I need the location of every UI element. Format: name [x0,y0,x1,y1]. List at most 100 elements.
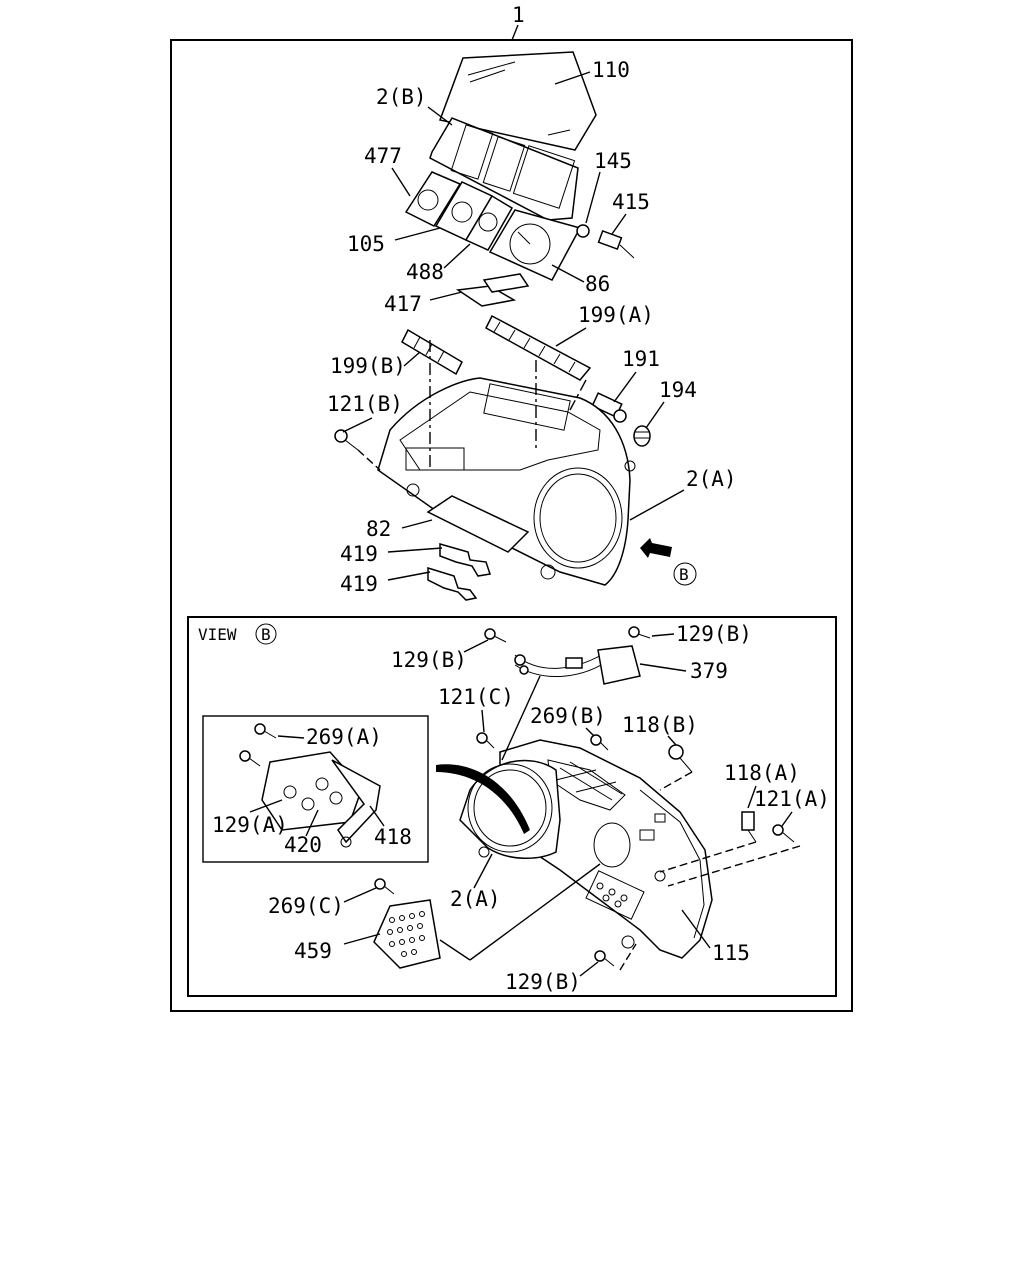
label-420: 420 [284,833,322,857]
leader-82 [401,519,433,529]
leader-145 [585,171,601,224]
gauge-488 [464,194,514,251]
label-110: 110 [592,58,630,82]
label-129b-top-right: 129(B) [676,622,752,646]
label-121c: 121(C) [438,685,514,709]
label-417: 417 [384,292,422,316]
screw-129b-top-left [484,628,507,643]
indicator-strip-199a [485,314,592,381]
label-488: 488 [406,260,444,284]
clip-419-upper [439,543,491,577]
meter-housing-2a [377,377,636,586]
label-199b: 199(B) [330,354,406,378]
leader-129b-top-left [463,639,489,653]
view-b-panel [187,616,837,997]
label-269a: 269(A) [306,725,382,749]
assembly-frame [170,39,853,1012]
label-121b: 121(B) [327,392,403,416]
label-194: 194 [659,378,697,402]
leader-420 [305,809,319,837]
label-418: 418 [374,825,412,849]
label-105: 105 [347,232,385,256]
screw-121c [476,732,495,749]
label-269b: 269(B) [530,704,606,728]
socket-415 [597,229,635,259]
label-199a: 199(A) [578,303,654,327]
leader-199b [403,351,421,367]
leader-269a [277,735,305,739]
view-title-marker-circle [255,623,277,645]
leader-129a [249,799,283,813]
screw-129b-bottom [594,950,615,967]
leader-418 [369,805,385,827]
leader-2a-view [473,853,493,889]
centerline-118a [659,841,757,873]
leader-86 [551,264,585,283]
leader-419-upper [387,547,443,553]
label-415: 415 [612,190,650,214]
clip-419-lower [427,566,478,601]
screw-269a [254,723,277,739]
bulb-145 [576,224,590,238]
leader-379 [639,663,687,672]
label-191: 191 [622,347,660,371]
leader-129b-bottom [579,961,599,977]
board-82 [426,495,530,553]
screw-269c [374,878,395,895]
leader-269c [343,887,377,903]
label-459: 459 [294,939,332,963]
screw-269b [590,734,609,751]
leader-2a [629,489,685,521]
centerline-118b [659,771,693,791]
leader-105 [394,227,441,241]
label-118b: 118(B) [622,713,698,737]
label-129a: 129(A) [212,813,288,837]
leader-459 [343,933,381,945]
screw-121b [334,429,359,451]
label-145: 145 [594,149,632,173]
leader-115 [681,909,711,949]
leader-121b [342,417,373,433]
connector-417 [455,273,530,307]
indicator-strip-199b [401,328,463,376]
centerline-121b [357,449,381,471]
leader-477 [391,167,411,197]
label-2b: 2(B) [376,85,427,109]
centerline-129b-bottom [619,943,637,971]
label-419-upper: 419 [340,542,378,566]
leader-191 [613,371,637,403]
leader-459-chain-a [439,939,471,961]
leader-110 [554,71,591,85]
assembly-leader [511,24,519,41]
connector-459 [373,899,441,969]
bracket-418 [331,759,381,848]
screw-121a [772,824,795,843]
label-82: 82 [366,517,391,541]
screw-129b-top-right [628,626,651,639]
lens-110 [438,51,597,151]
view-arrow [640,538,672,558]
assembly-callout: 1 [512,3,525,27]
bulb-118a [741,811,757,843]
label-115: 115 [712,941,750,965]
leader-118b [667,735,677,746]
label-121a: 121(A) [754,787,830,811]
bulb-socket-191 [591,392,627,423]
view-title: VIEW [198,625,237,644]
leader-121c [481,709,485,733]
view-arrow-curve [436,764,530,834]
label-477: 477 [364,144,402,168]
leader-417 [429,291,463,301]
bulb-118b [668,744,693,773]
leader-419-lower [387,571,431,581]
label-379: 379 [690,659,728,683]
label-129b-bottom: 129(B) [505,970,581,994]
label-129b-top-left: 129(B) [391,648,467,672]
leader-459-chain-b [469,863,601,961]
bulb-194 [633,425,651,447]
bezel-2b [429,117,579,221]
view-marker: B [679,565,689,584]
label-419-lower: 419 [340,572,378,596]
leader-194 [645,401,665,429]
label-2a-view: 2(A) [450,887,501,911]
